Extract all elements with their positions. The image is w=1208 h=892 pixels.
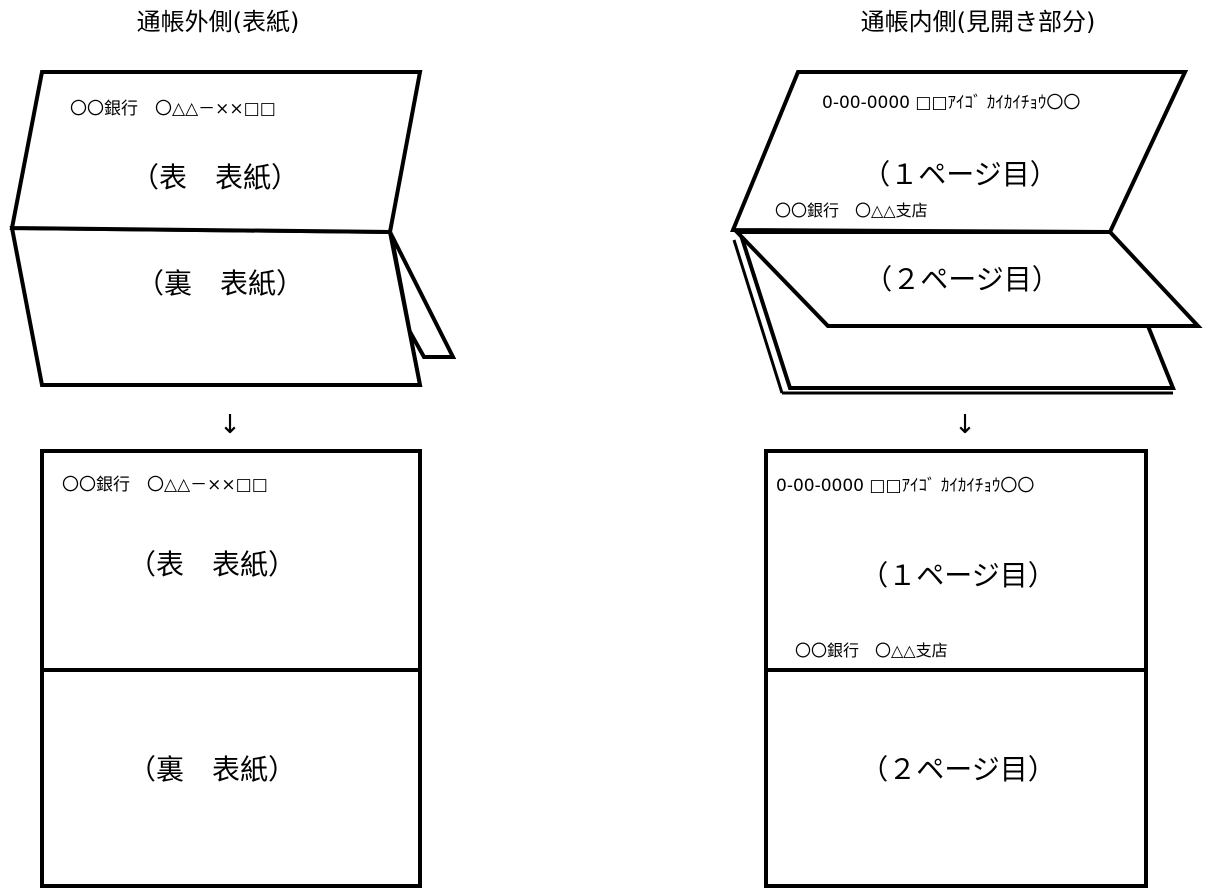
inner-open-page-2 bbox=[764, 668, 1148, 888]
outer-open-front bbox=[40, 449, 422, 672]
inner-arrow: ↓ bbox=[954, 410, 976, 440]
outer-front-cover bbox=[9, 70, 423, 235]
inner-folded-branch: 〇〇銀行 〇△△支店 bbox=[775, 201, 928, 220]
inner-open-page2-label: （２ページ目） bbox=[860, 753, 1055, 786]
outer-open-header: 〇〇銀行 〇△△－××□□ bbox=[62, 475, 268, 495]
outer-title: 通帳外側(表紙) bbox=[137, 8, 300, 36]
outer-folded-front-label: （表 表紙） bbox=[131, 161, 299, 194]
inner-folded-page1-label: （１ページ目） bbox=[862, 158, 1057, 191]
inner-title: 通帳内側(見開き部分) bbox=[861, 8, 1096, 36]
outer-folded-back-label: （裏 表紙） bbox=[136, 267, 304, 300]
inner-open-branch: 〇〇銀行 〇△△支店 bbox=[795, 641, 948, 660]
outer-back-cover bbox=[9, 225, 423, 387]
outer-open-front-label: （表 表紙） bbox=[128, 548, 296, 581]
outer-folded-header: 〇〇銀行 〇△△－××□□ bbox=[70, 99, 276, 119]
outer-open-back bbox=[40, 668, 422, 888]
inner-open-page-1 bbox=[764, 449, 1148, 672]
inner-folded-page2-label: （２ページ目） bbox=[864, 263, 1059, 296]
outer-open-back-label: （裏 表紙） bbox=[128, 753, 296, 786]
outer-arrow: ↓ bbox=[219, 410, 241, 440]
inner-page-1 bbox=[730, 70, 1189, 235]
inner-open-header: 0-00-0000 □□ｱｲｺﾞ ｶｲｶｲﾁｮｳ〇〇 bbox=[776, 476, 1034, 496]
inner-folded-header: 0-00-0000 □□ｱｲｺﾞ ｶｲｶｲﾁｮｳ〇〇 bbox=[822, 93, 1080, 113]
inner-open-page1-label: （１ページ目） bbox=[860, 559, 1055, 592]
